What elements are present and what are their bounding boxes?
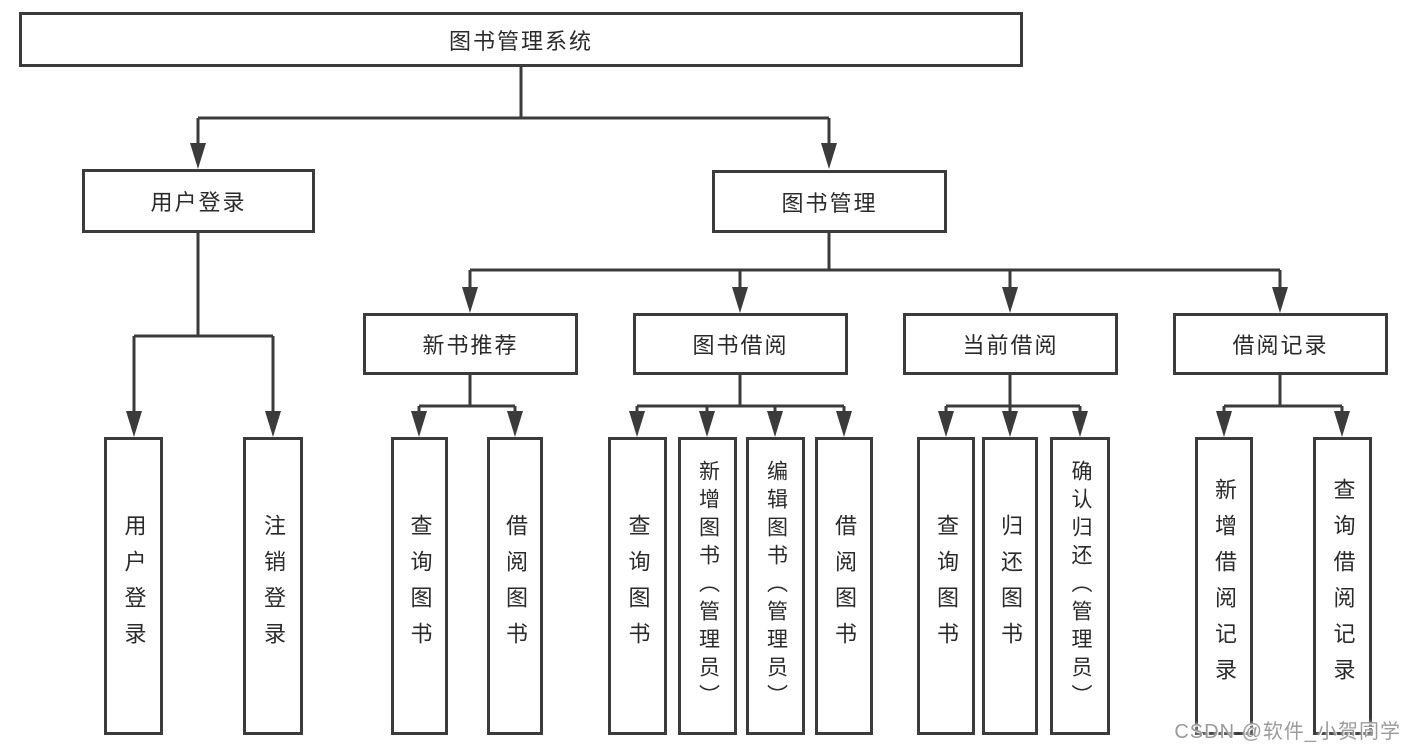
leaf-user-login: 用户登录 <box>104 437 163 735</box>
leaf-query-books-current: 查询图书 <box>917 437 975 735</box>
leaf-return-book: 归还图书 <box>982 437 1038 735</box>
node-new-book-recommend: 新书推荐 <box>363 313 578 375</box>
node-borrow-records: 借阅记录 <box>1173 313 1388 375</box>
leaf-add-borrow-record: 新增借阅记录 <box>1195 437 1253 735</box>
leaf-edit-book-admin: 编辑图书（管理员） <box>746 437 805 735</box>
leaf-add-book-admin: 新增图书（管理员） <box>678 437 737 735</box>
leaf-borrow-books-recommend: 借阅图书 <box>487 437 543 735</box>
leaf-query-borrow-record: 查询借阅记录 <box>1313 437 1372 735</box>
node-book-borrow: 图书借阅 <box>633 313 848 375</box>
node-library-system: 图书管理系统 <box>19 12 1023 67</box>
arrowheads <box>126 143 1350 437</box>
leaf-borrow-books: 借阅图书 <box>815 437 873 735</box>
watermark: CSDN @软件_小贺同学 <box>1174 721 1401 743</box>
leaf-query-books-recommend: 查询图书 <box>391 437 448 735</box>
node-book-management: 图书管理 <box>712 170 947 233</box>
leaf-query-books-borrow: 查询图书 <box>608 437 667 735</box>
node-current-borrow: 当前借阅 <box>903 313 1118 375</box>
leaf-logout: 注销登录 <box>243 437 303 735</box>
node-user-login: 用户登录 <box>82 169 315 233</box>
leaf-confirm-return-admin: 确认归还（管理员） <box>1050 437 1110 735</box>
